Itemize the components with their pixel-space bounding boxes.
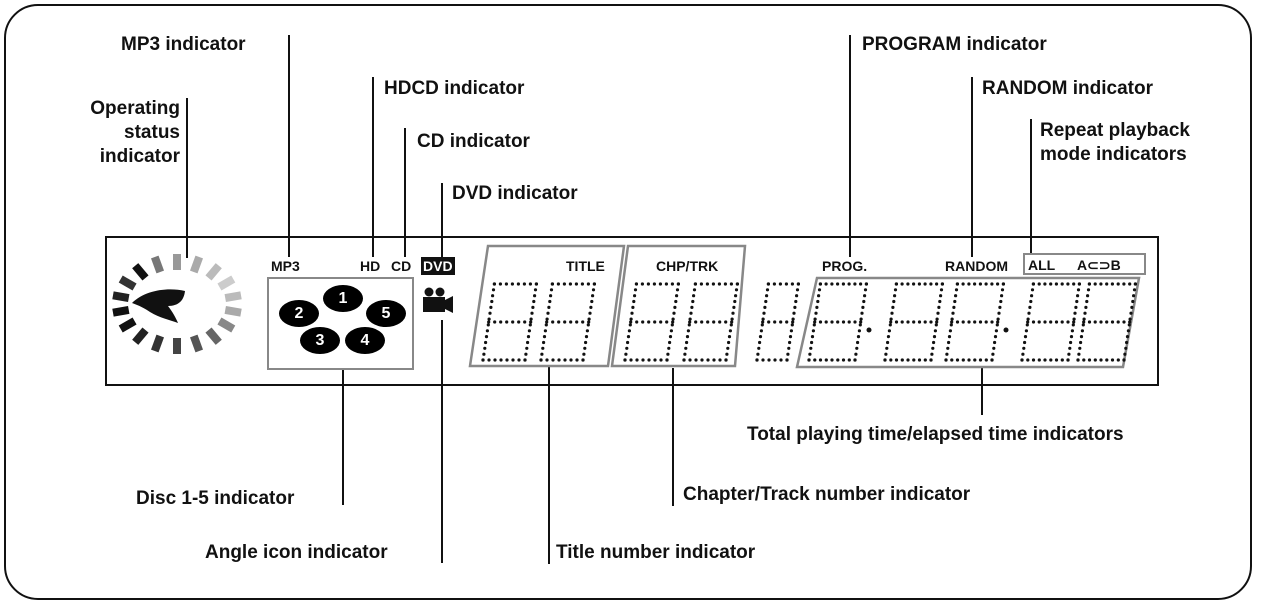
spinner-segment	[205, 327, 222, 345]
leader-random	[971, 77, 973, 257]
random-segment: RANDOM	[945, 258, 1008, 274]
leader-repeat	[1030, 119, 1032, 253]
ab-segment: A⊂⊃B	[1077, 257, 1121, 273]
disc-1: 1	[323, 285, 363, 312]
disc-box	[267, 277, 414, 370]
time-colon-dot	[1003, 327, 1009, 333]
disc-2: 2	[279, 300, 319, 327]
leader-program	[849, 35, 851, 257]
prog-segment: PROG.	[822, 258, 868, 274]
random-indicator-label: RANDOM indicator	[982, 78, 1153, 99]
operating-status-icon	[112, 254, 242, 354]
spinner-segment	[151, 255, 164, 274]
diagram-frame	[4, 4, 1252, 600]
spinner-segment	[224, 291, 242, 303]
operating-status-center	[132, 289, 185, 323]
display-panel	[105, 236, 1159, 386]
mp3-segment: MP3	[271, 258, 300, 274]
leader-hdcd	[372, 77, 374, 257]
angle-icon-label: Angle icon indicator	[205, 542, 388, 563]
title-number-label: Title number indicator	[556, 542, 756, 563]
chp-trk-box	[610, 244, 747, 368]
all-segment: ALL	[1028, 257, 1056, 273]
leader-angle	[441, 320, 443, 563]
hd-segment: HD	[360, 258, 381, 274]
operating-status-label: Operating status indicator	[90, 98, 180, 167]
time-box	[795, 276, 1141, 369]
spinner-segment	[112, 291, 130, 303]
dvd-indicator-label: DVD indicator	[452, 183, 578, 204]
spinner-segment	[173, 338, 181, 354]
mp3-indicator-label: MP3 indicator	[121, 34, 246, 55]
title-box	[468, 244, 626, 368]
spinner-segment	[217, 275, 236, 291]
extra-digit	[755, 282, 801, 362]
leader-total-time	[981, 367, 983, 415]
spinner-segment	[151, 334, 164, 353]
disc-3: 3	[300, 327, 340, 354]
spinner-segment	[132, 327, 149, 345]
time-digit-5	[1076, 282, 1137, 362]
time-colon-dot	[866, 327, 872, 333]
leader-operating	[186, 98, 188, 258]
time-digit-3	[944, 282, 1006, 362]
spinner-segment	[132, 263, 149, 281]
time-digit-1	[807, 282, 869, 362]
disc-5: 5	[366, 300, 406, 327]
cd-indicator-label: CD indicator	[417, 131, 530, 152]
spinner-segment	[112, 305, 130, 317]
chp-trk-segment: CHP/TRK	[656, 258, 719, 274]
repeat-mode-box	[1023, 253, 1146, 275]
dvd-segment: DVD	[421, 257, 455, 275]
leader-disc	[342, 370, 344, 505]
chapter-digit-2	[682, 282, 740, 362]
spinner-segment	[173, 254, 181, 270]
time-digit-2	[883, 282, 945, 362]
spinner-segment	[224, 305, 242, 317]
digit-segments	[481, 282, 1137, 362]
time-digit-4	[1020, 282, 1081, 362]
hdcd-indicator-label: HDCD indicator	[384, 78, 525, 99]
repeat-indicators-label: Repeat playback mode indicators	[1040, 120, 1190, 165]
spinner-segment	[205, 263, 222, 281]
leader-cd	[404, 128, 406, 257]
spinner-segment	[217, 317, 236, 333]
spinner-segment	[190, 255, 203, 274]
leader-dvd	[441, 183, 443, 257]
leader-mp3	[288, 35, 290, 257]
title-segment: TITLE	[566, 258, 605, 274]
program-indicator-label: PROGRAM indicator	[862, 34, 1047, 55]
chapter-track-label: Chapter/Track number indicator	[683, 484, 971, 505]
title-digit-1	[481, 282, 539, 362]
leader-title	[548, 366, 550, 564]
angle-camera-icon	[423, 287, 453, 313]
disc-indicator-label: Disc 1-5 indicator	[136, 488, 295, 509]
spinner-segment	[190, 334, 203, 353]
spinner-segment	[118, 317, 137, 333]
title-digit-2	[539, 282, 597, 362]
leader-chapter	[672, 368, 674, 506]
chapter-digit-1	[623, 282, 681, 362]
total-time-label: Total playing time/elapsed time indicato…	[747, 424, 1124, 445]
cd-segment: CD	[391, 258, 412, 274]
spinner-segment	[118, 275, 137, 291]
disc-4: 4	[345, 327, 385, 354]
